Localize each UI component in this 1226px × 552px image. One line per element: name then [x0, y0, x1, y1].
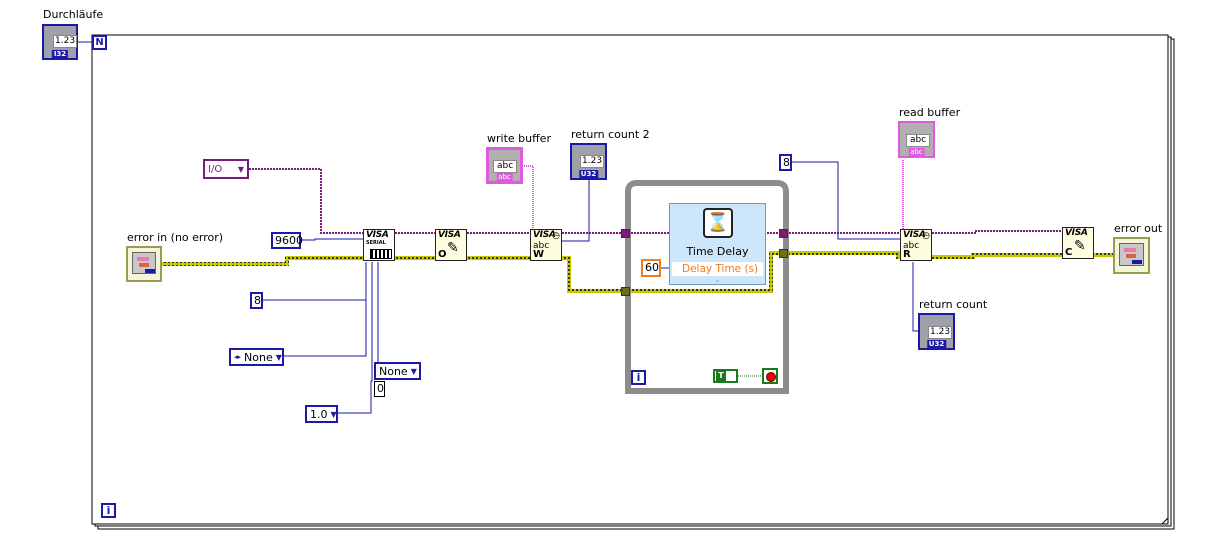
error-in-control[interactable] — [126, 246, 162, 282]
while-loop-frame — [625, 180, 789, 394]
visa-open-node[interactable]: VISA ✎ O — [435, 229, 467, 261]
stop-icon — [766, 372, 776, 382]
error-out-indicator — [1113, 237, 1150, 274]
durchlaeufe-control[interactable]: 1.23 I32 — [42, 24, 78, 60]
data-bits-constant[interactable]: 8 — [250, 292, 263, 309]
return-count-indicator: 1.23 U32 — [918, 313, 955, 350]
dropdown-arrow-icon: ▼ — [237, 164, 244, 174]
dropdown-arrow-icon: ▼ — [410, 366, 417, 376]
while-loop-iteration-terminal: i — [631, 370, 646, 385]
visa-resource-control[interactable]: I/O ▼ — [203, 159, 249, 179]
visa-write-node[interactable]: VISA abc ◷ W — [530, 229, 562, 261]
read-buffer-indicator: abc abc — [898, 121, 935, 158]
error-in-label: error in (no error) — [127, 231, 224, 244]
dropdown-arrow-icon: ▼ — [330, 409, 337, 419]
wire-error — [162, 251, 1116, 293]
read-buffer-label: read buffer — [899, 106, 961, 119]
dropdown-arrow-icon: ▼ — [275, 352, 282, 362]
for-loop-iteration-terminal: i — [101, 503, 116, 518]
close-book-icon: ✎ — [1074, 238, 1086, 254]
write-buffer-control[interactable]: abc abc — [486, 147, 523, 184]
bytes-to-read-constant[interactable]: 8 — [779, 154, 792, 171]
flow-control-index: 0 — [374, 381, 385, 397]
write-buffer-label: write buffer — [487, 132, 551, 145]
tunnel-error-out — [779, 249, 788, 258]
delay-time-constant[interactable]: 60 — [641, 259, 661, 277]
return-count-2-indicator: 1.23 U32 — [570, 143, 607, 180]
hourglass-icon: ⌛ — [703, 208, 733, 238]
loop-count-terminal[interactable]: N — [92, 35, 107, 50]
visa-read-node[interactable]: VISA abc ◷ R — [900, 229, 932, 261]
parity-ring[interactable]: ◂▸ None ▼ — [229, 348, 284, 366]
true-constant[interactable]: T — [713, 369, 738, 383]
visa-close-node[interactable]: VISA ✎ C — [1062, 227, 1094, 259]
time-delay-express-vi[interactable]: ⌛ Time Delay Delay Time (s) ⌄ — [669, 203, 766, 285]
clock-icon: ◷ — [552, 231, 560, 241]
wire-visa-resource — [249, 168, 1062, 234]
clock-icon: ◷ — [922, 231, 930, 241]
return-count-label: return count — [919, 298, 988, 311]
flow-control-ring[interactable]: None ▼ — [374, 362, 421, 380]
wire-string — [522, 160, 904, 230]
stop-condition-terminal[interactable] — [762, 368, 778, 384]
delay-time-input[interactable]: Delay Time (s) — [672, 262, 763, 276]
for-loop-frame — [91, 34, 1175, 530]
return-count-2-label: return count 2 — [571, 128, 650, 141]
durchlaeufe-label: Durchläufe — [43, 8, 104, 21]
tunnel-visa-in — [621, 229, 630, 238]
tunnel-visa-out — [779, 229, 788, 238]
serial-connector-icon — [370, 249, 392, 259]
visa-configure-serial-port-node[interactable]: VISA SERIAL — [363, 229, 395, 261]
baud-rate-constant[interactable]: 9600 — [271, 232, 303, 249]
error-out-label: error out — [1114, 222, 1163, 235]
open-book-icon: ✎ — [447, 240, 459, 256]
ring-increment-icon: ◂▸ — [234, 352, 242, 361]
wire-numeric — [262, 161, 921, 414]
tunnel-error-in — [621, 287, 630, 296]
expand-chevron-icon[interactable]: ⌄ — [714, 276, 721, 284]
stop-bits-ring[interactable]: 1.0 ▼ — [305, 405, 338, 423]
